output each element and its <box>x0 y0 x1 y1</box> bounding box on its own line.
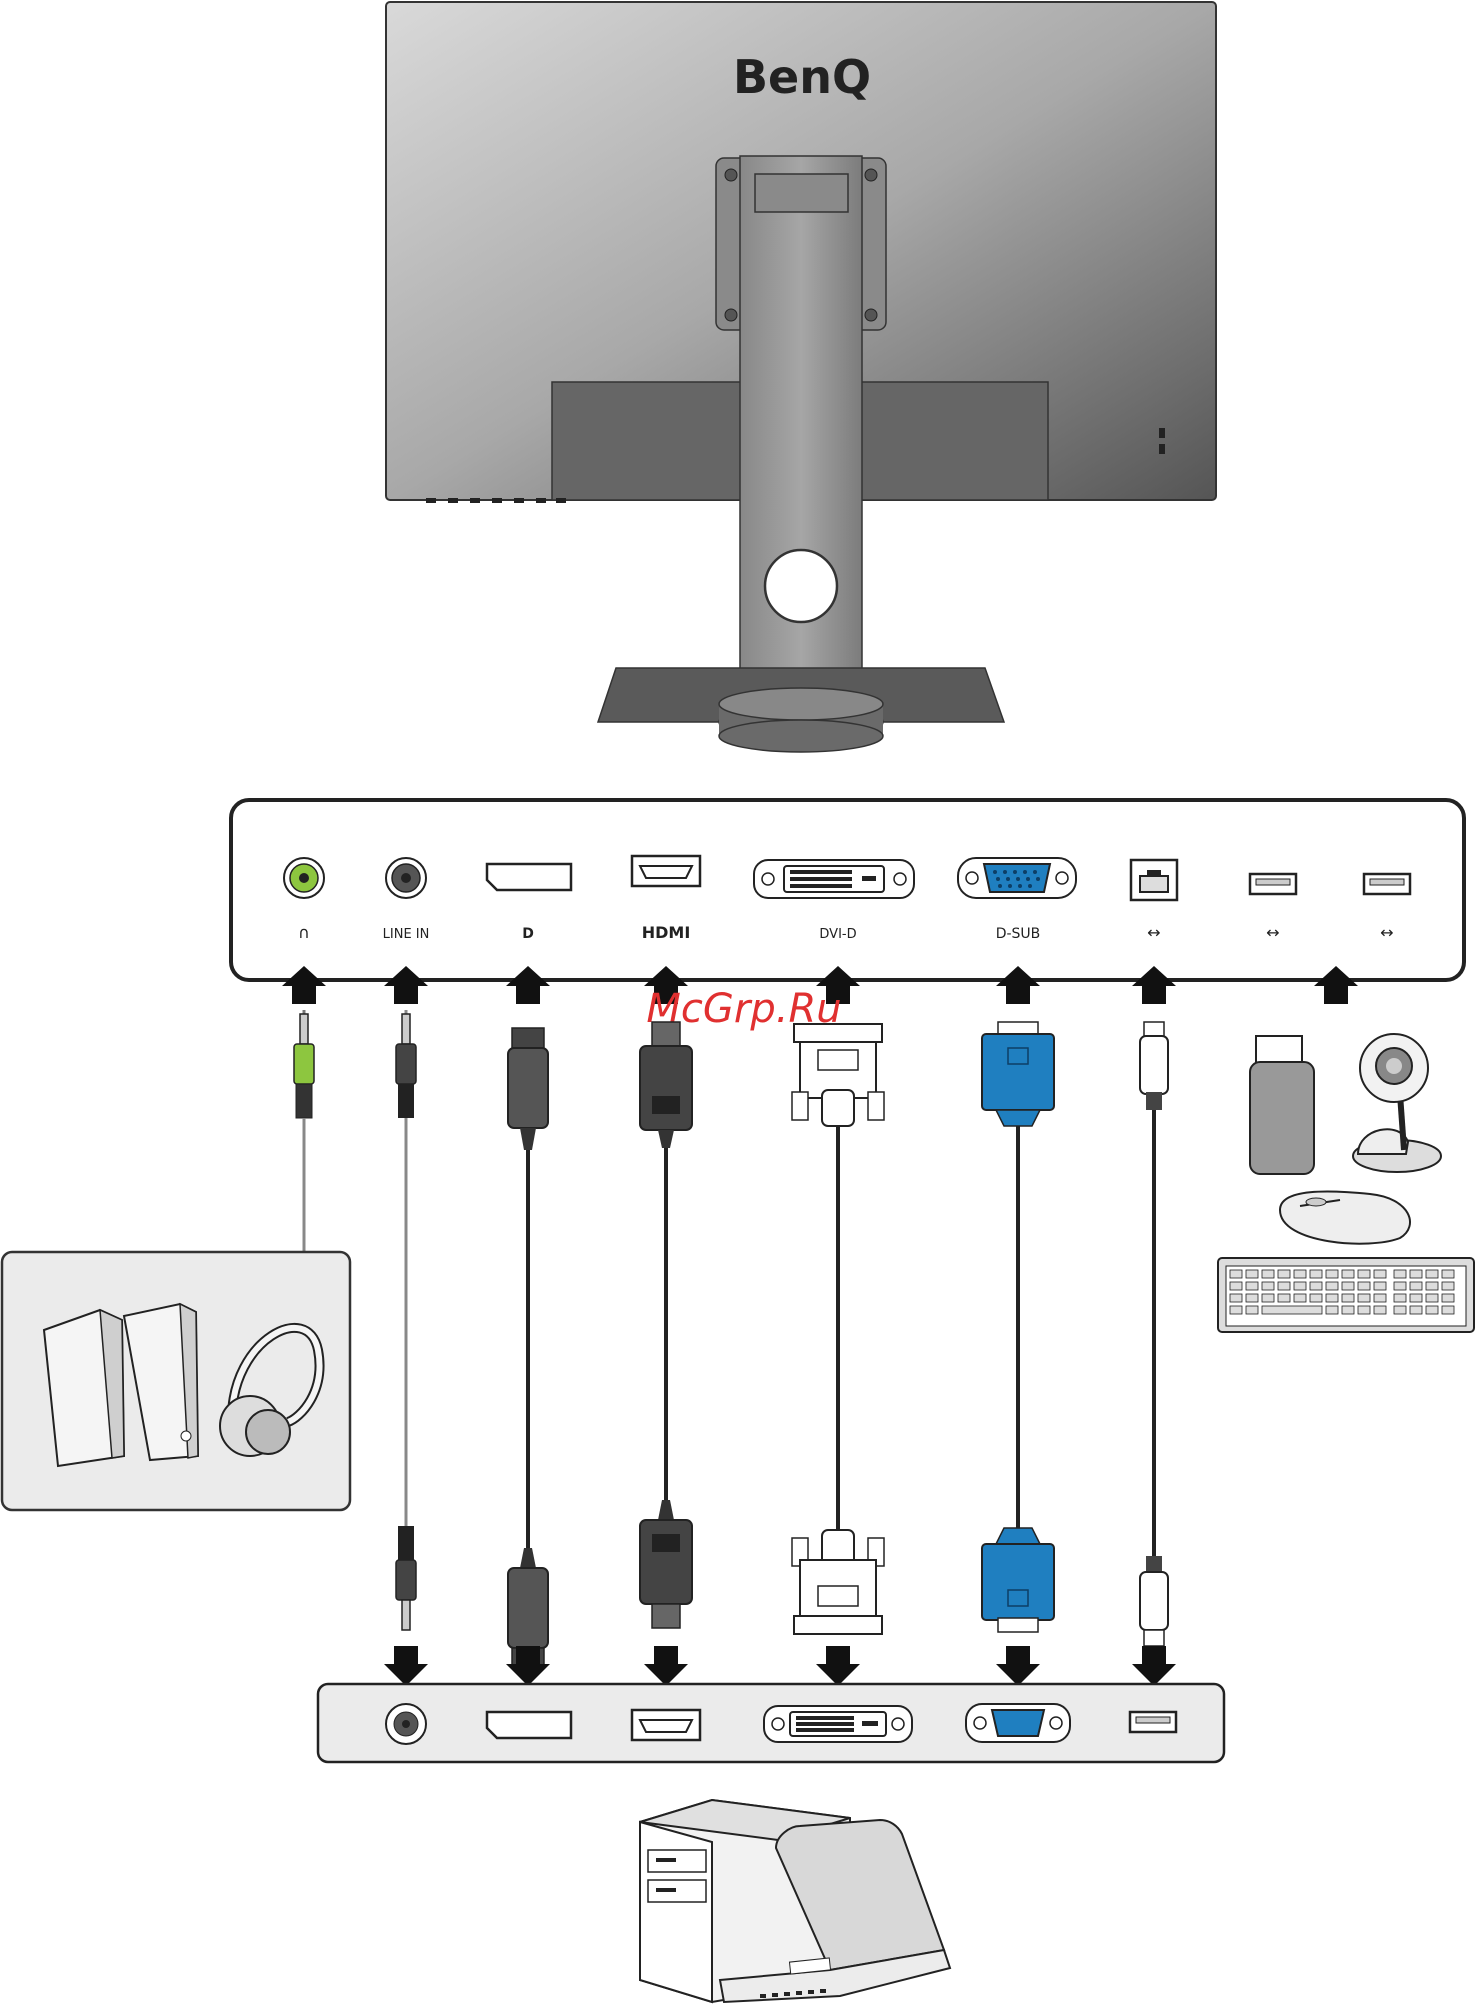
usb-downstream-icon-2: ↔ <box>1380 923 1393 942</box>
keyboard-icon <box>1218 1258 1474 1332</box>
monitor-port-panel: ∩ LINE IN D HDMI <box>231 800 1464 980</box>
brand-logo: BenQ <box>733 50 871 104</box>
webcam-icon <box>1353 1034 1441 1172</box>
pc-hdmi-port <box>632 1710 700 1740</box>
usb-upstream-icon: ↔ <box>1147 923 1160 942</box>
headphone-port <box>284 858 324 898</box>
pc-port-panel <box>318 1684 1224 1762</box>
dvi-cable <box>792 1024 884 1634</box>
dsub-port <box>958 858 1076 898</box>
usb-peripherals <box>1218 1034 1474 1332</box>
arrow-down-hdmi <box>644 1646 688 1686</box>
pc-dsub-port <box>966 1704 1070 1742</box>
displayport-port-label: D <box>522 926 534 942</box>
line-in-port-label: LINE IN <box>383 927 430 942</box>
usb-downstream-icon-1: ↔ <box>1266 923 1279 942</box>
arrow-down-dvi <box>816 1646 860 1686</box>
audio-devices-box <box>2 1118 350 1510</box>
usb-upstream-port <box>1131 860 1177 900</box>
usb-downstream-port-1 <box>1250 874 1296 894</box>
usb-cable <box>1140 1022 1168 1646</box>
line-in-cable <box>396 1010 416 1630</box>
headphone-port-label: ∩ <box>298 923 310 942</box>
usb-downstream-port-2 <box>1364 874 1410 894</box>
monitor-rear: BenQ <box>386 2 1216 752</box>
speakers-icon <box>44 1304 198 1466</box>
arrow-down-dsub <box>996 1646 1040 1686</box>
hdmi-port-label: HDMI <box>642 923 691 942</box>
dvi-port <box>754 860 914 898</box>
pc-dvi-port <box>764 1706 912 1742</box>
pc-usb-port <box>1130 1712 1176 1732</box>
arrow-down-usb <box>1132 1646 1176 1686</box>
arrow-down-line-in <box>384 1646 428 1686</box>
dsub-port-label: D-SUB <box>996 926 1041 942</box>
hdmi-cable <box>640 1022 692 1628</box>
displayport-cable <box>508 1028 548 1668</box>
displayport-port <box>487 864 571 890</box>
hdmi-port <box>632 856 700 886</box>
pc-displayport-port <box>487 1712 571 1738</box>
pc-audio-port <box>386 1704 426 1744</box>
line-in-port <box>386 858 426 898</box>
down-arrows <box>384 1646 1176 1686</box>
computer-icon <box>640 1800 950 2002</box>
vga-cable <box>982 1022 1054 1632</box>
mouse-icon <box>1280 1191 1410 1243</box>
dvi-port-label: DVI-D <box>819 927 856 942</box>
usb-drive-icon <box>1250 1036 1314 1174</box>
